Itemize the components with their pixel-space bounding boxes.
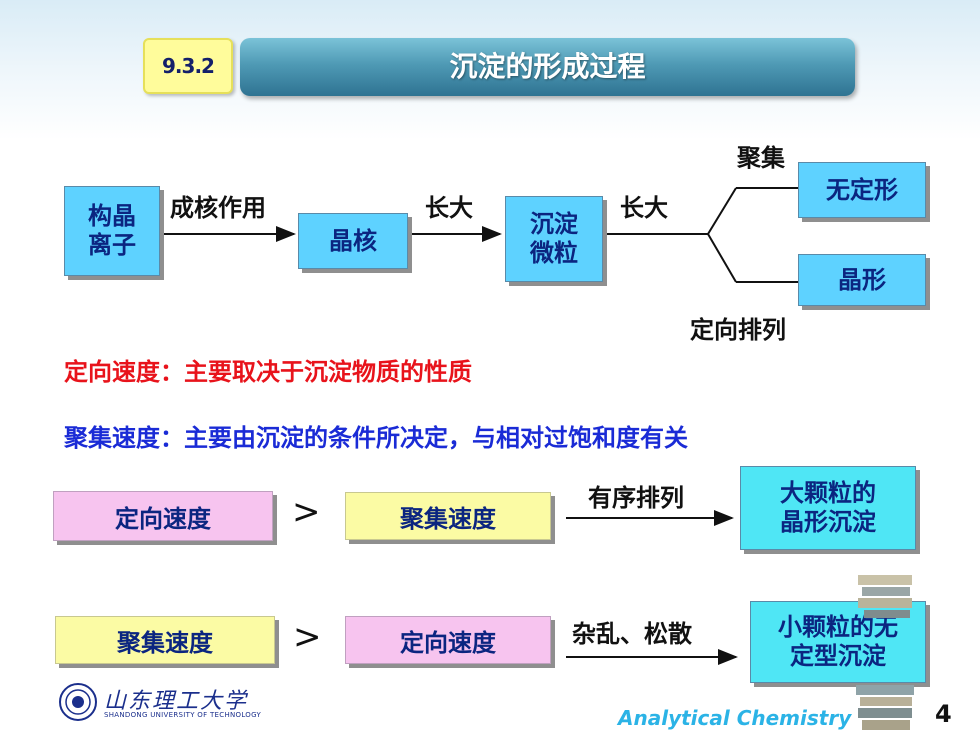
page-number: 4 — [935, 700, 952, 728]
label-growth-1: 长大 — [425, 194, 473, 222]
compare2-right-box: 定向速度 — [345, 616, 551, 664]
compare2-result-box: 小颗粒的无 定型沉淀 — [750, 601, 926, 683]
compare1-left-box: 定向速度 — [53, 491, 273, 541]
box-nucleus: 晶核 — [298, 213, 408, 269]
label-orientation: 定向排列 — [690, 316, 786, 344]
label-nucleation: 成核作用 — [170, 194, 266, 222]
compare1-right-box: 聚集速度 — [345, 492, 551, 540]
compare1-arrow-label: 有序排列 — [588, 484, 684, 512]
slide-title: 沉淀的形成过程 — [240, 38, 855, 96]
label-growth-2: 长大 — [620, 194, 668, 222]
course-name: Analytical Chemistry — [618, 706, 852, 730]
university-logo-icon — [59, 683, 97, 721]
box-crystalline: 晶形 — [798, 254, 926, 306]
label-aggregation: 聚集 — [737, 144, 785, 172]
university-name-cn: 山东理工大学 — [104, 689, 249, 714]
book-stack-icon — [856, 575, 914, 730]
compare2-operator: > — [293, 617, 322, 657]
note-directional-rate: 定向速度：主要取决于沉淀物质的性质 — [64, 358, 472, 386]
compare2-left-box: 聚集速度 — [55, 616, 275, 664]
compare2-arrow-label: 杂乱、松散 — [572, 620, 692, 648]
box-amorphous: 无定形 — [798, 162, 926, 218]
box-constituent-ions: 构晶 离子 — [64, 186, 160, 276]
section-number: 9.3.2 — [143, 38, 233, 94]
compare1-operator: > — [292, 492, 321, 532]
box-precipitate-particles: 沉淀 微粒 — [505, 196, 603, 282]
note-aggregation-rate: 聚集速度：主要由沉淀的条件所决定，与相对过饱和度有关 — [64, 424, 688, 452]
university-name-en: SHANDONG UNIVERSITY OF TECHNOLOGY — [104, 711, 262, 719]
branch-lines — [706, 187, 737, 283]
compare1-result-box: 大颗粒的 晶形沉淀 — [740, 466, 916, 550]
